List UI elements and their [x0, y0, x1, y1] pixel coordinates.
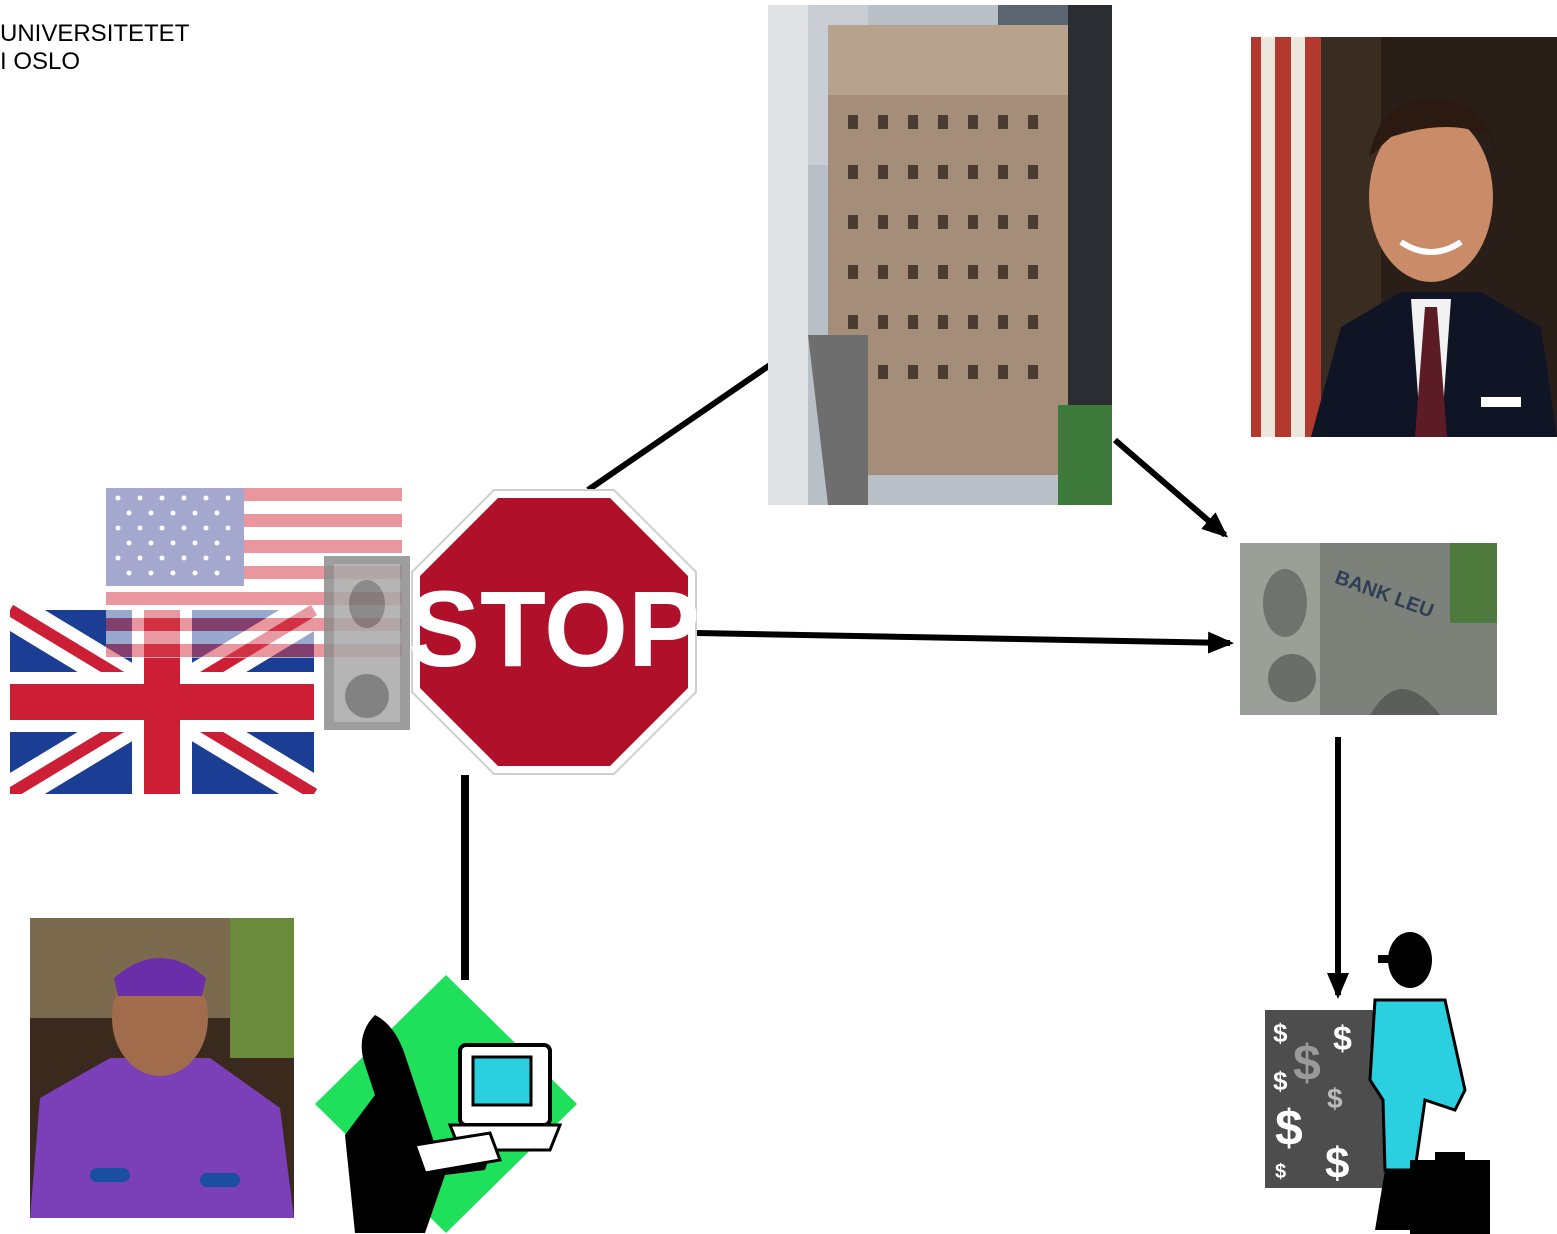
flags-group	[10, 488, 410, 794]
header-logo-text: UNIVERSITETET I OSLO	[0, 20, 189, 76]
header-line-1: UNIVERSITETET	[0, 20, 190, 47]
arrow-stop-to-bank	[696, 630, 1234, 654]
businesswoman-money-clipart: $ $ $ $ $ $ $ $	[1265, 932, 1490, 1234]
arrow-building-to-bank	[1113, 437, 1229, 538]
svg-text:$: $	[1273, 1018, 1288, 1048]
line-stop-to-building	[586, 362, 772, 493]
svg-text:$: $	[1275, 1161, 1286, 1183]
header-line-2: I OSLO	[0, 48, 81, 75]
stop-sign-icon: STOP	[410, 489, 698, 775]
svg-text:$: $	[1273, 1066, 1288, 1096]
uk-flag-icon	[10, 594, 324, 794]
svg-text:$: $	[1333, 1020, 1352, 1058]
lion-statue-photo	[324, 556, 410, 730]
computer-user-clipart	[315, 975, 577, 1233]
stop-sign-label: STOP	[410, 568, 698, 689]
bank-building-photo	[768, 5, 1112, 505]
svg-text:$: $	[1327, 1083, 1343, 1114]
president-portrait-photo	[1251, 37, 1557, 437]
bank-facade-photo: BANK LEU	[1240, 543, 1497, 715]
leader-portrait-photo	[30, 918, 294, 1218]
svg-text:$: $	[1275, 1100, 1303, 1156]
svg-text:$: $	[1325, 1139, 1349, 1188]
svg-text:$: $	[1293, 1035, 1321, 1091]
